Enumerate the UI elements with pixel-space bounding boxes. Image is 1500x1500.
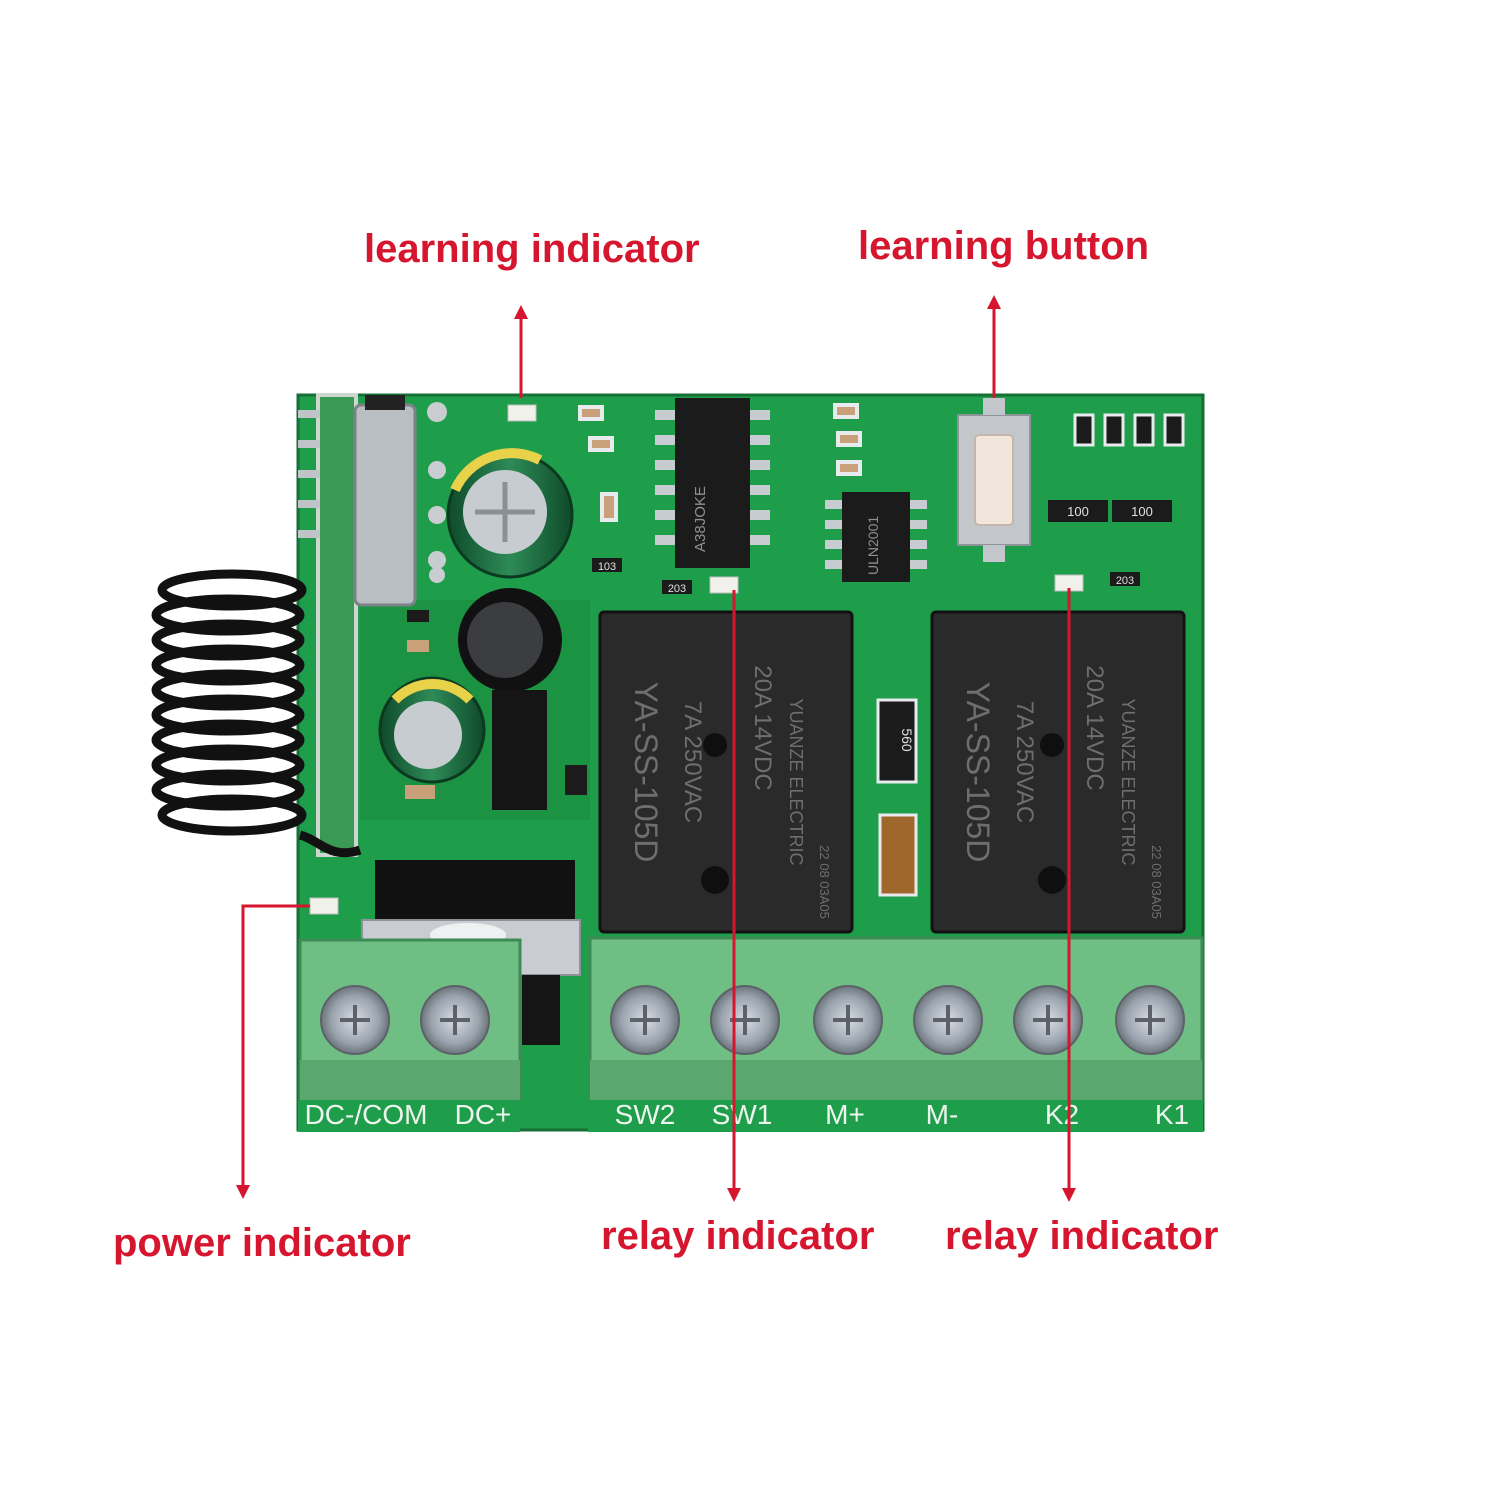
svg-text:20A 14VDC: 20A 14VDC bbox=[1081, 665, 1108, 790]
terminal-block-outputs bbox=[588, 936, 1204, 1102]
label-sw1: SW1 bbox=[712, 1099, 773, 1130]
svg-text:100: 100 bbox=[1067, 504, 1089, 519]
label-dc-plus: DC+ bbox=[455, 1099, 512, 1130]
svg-text:YA-SS-105D: YA-SS-105D bbox=[628, 682, 664, 863]
callout-learning-indicator: learning indicator bbox=[364, 227, 700, 271]
svg-text:22 08 03A05: 22 08 03A05 bbox=[1149, 845, 1164, 919]
callout-relay-indicator-2: relay indicator bbox=[945, 1214, 1219, 1258]
svg-text:203: 203 bbox=[1116, 575, 1134, 587]
label-sw2: SW2 bbox=[615, 1099, 676, 1130]
label-m-plus: M+ bbox=[825, 1099, 865, 1130]
header-pins bbox=[298, 410, 320, 538]
svg-text:YUANZE ELECTRIC: YUANZE ELECTRIC bbox=[1118, 698, 1138, 865]
smd-103: 103 bbox=[592, 558, 622, 573]
capacitor-large bbox=[446, 448, 574, 579]
svg-text:22 08 03A05: 22 08 03A05 bbox=[817, 845, 832, 919]
ic-2-label: ULN2001 bbox=[865, 516, 881, 575]
relay-right: YA-SS-105D 7A 250VAC 20A 14VDC YUANZE EL… bbox=[930, 610, 1186, 934]
inductor bbox=[458, 588, 562, 810]
antenna-coil bbox=[151, 569, 362, 858]
ic-1-label: A38JOKE bbox=[692, 486, 709, 552]
learning-push-button bbox=[957, 398, 1031, 562]
svg-text:560: 560 bbox=[899, 728, 915, 752]
ic-2: ULN2001 bbox=[825, 492, 927, 582]
label-dc-minus-com: DC-/COM bbox=[305, 1099, 428, 1130]
arrow-power-indicator bbox=[236, 904, 310, 1199]
learning-led bbox=[507, 404, 537, 422]
svg-text:7A 250VAC: 7A 250VAC bbox=[1011, 701, 1038, 823]
label-k2: K2 bbox=[1045, 1099, 1079, 1130]
svg-text:203: 203 bbox=[668, 583, 686, 595]
svg-text:103: 103 bbox=[598, 561, 616, 573]
svg-text:7A 250VAC: 7A 250VAC bbox=[679, 701, 706, 823]
crystal-oscillator bbox=[353, 403, 417, 607]
svg-text:100: 100 bbox=[1131, 504, 1153, 519]
label-m-minus: M- bbox=[926, 1099, 959, 1130]
callout-power-indicator: power indicator bbox=[113, 1221, 411, 1265]
diode-2 bbox=[878, 813, 918, 897]
relay-left: YA-SS-105D 7A 250VAC 20A 14VDC YUANZE EL… bbox=[598, 610, 854, 934]
power-led bbox=[309, 897, 339, 915]
callout-learning-button: learning button bbox=[858, 224, 1150, 268]
label-k1: K1 bbox=[1155, 1099, 1189, 1130]
resistor-network-top bbox=[1073, 413, 1185, 447]
svg-text:YUANZE ELECTRIC: YUANZE ELECTRIC bbox=[786, 698, 806, 865]
ic-1: A38JOKE bbox=[655, 398, 770, 568]
capacitor-small bbox=[378, 676, 486, 784]
relay-led-1 bbox=[709, 576, 739, 594]
resistor-network-1: 100 bbox=[1048, 500, 1108, 522]
smd-203-a: 203 bbox=[662, 580, 692, 595]
diode-560: 560 bbox=[876, 698, 918, 784]
smd-203-b: 203 bbox=[1110, 572, 1140, 587]
rf-module bbox=[316, 393, 358, 857]
callout-relay-indicator-1: relay indicator bbox=[601, 1214, 875, 1258]
svg-text:20A 14VDC: 20A 14VDC bbox=[749, 665, 776, 790]
svg-text:YA-SS-105D: YA-SS-105D bbox=[960, 682, 996, 863]
resistor-network-2: 100 bbox=[1112, 500, 1172, 522]
